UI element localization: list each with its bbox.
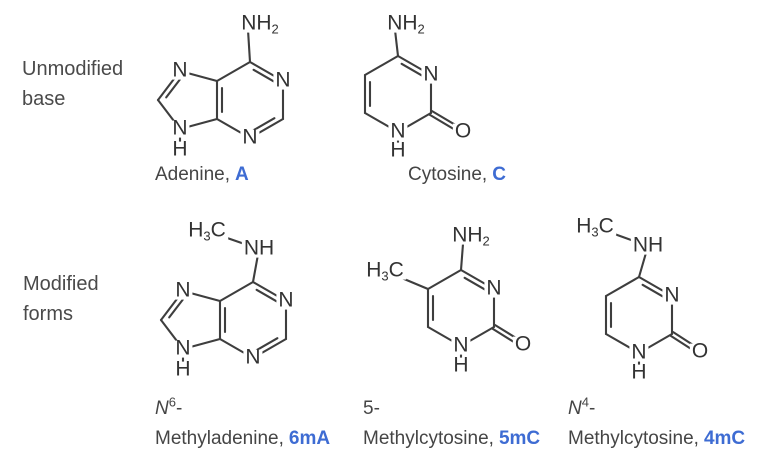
- methylcytosine5-h1-label: H: [451, 353, 471, 377]
- cytosine-n1-label: N: [388, 119, 408, 143]
- adenine-amino-label: NH2: [239, 13, 281, 36]
- methylcytosine4-n3-label: N: [662, 283, 682, 307]
- amino-sub: 2: [271, 21, 279, 37]
- caption-cytosine-name: Cytosine,: [408, 164, 488, 185]
- methyladenine-n1-label: N: [276, 288, 296, 312]
- cytosine-amino-label: NH2: [385, 13, 427, 36]
- prefix-base: N: [155, 398, 169, 419]
- caption-methylcytosine5: 5- Methylcytosine,5mC: [363, 394, 540, 454]
- methyladenine-n3-label: N: [243, 345, 263, 369]
- prefix-dash: -: [175, 398, 183, 419]
- caption-methylcytosine4-line2: Methylcytosine,4mC: [568, 424, 745, 454]
- methylcytosine5-o2-label: O: [512, 332, 534, 356]
- methyladenine-h9-label: H: [173, 357, 193, 381]
- caption-methylcytosine5-line2: Methylcytosine,5mC: [363, 424, 540, 454]
- methylcytosine4-h1-label: H: [629, 360, 649, 384]
- cytosine-structure: [363, 28, 466, 153]
- methylcytosine4-n1-label: N: [629, 340, 649, 364]
- caption-methylcytosine4-name: Methylcytosine,: [568, 428, 699, 449]
- methylcytosine4-nh-label: NH: [630, 233, 666, 257]
- caption-methyladenine-prefix: N6-: [155, 394, 330, 424]
- methyladenine-methyl-label: H3C: [186, 220, 228, 243]
- caption-methyladenine-name: Methyladenine,: [155, 428, 284, 449]
- methyladenine-nh-label: NH: [241, 236, 277, 260]
- amino-sub: 2: [482, 233, 490, 249]
- methyladenine-n9-label: N: [173, 336, 193, 360]
- adenine-n3-label: N: [240, 125, 260, 149]
- row-label-modified-line2: forms: [23, 303, 73, 325]
- row-label-unmodified-line2: base: [22, 88, 66, 110]
- methyl-sub: 3: [591, 224, 599, 240]
- amino-sub: 2: [417, 21, 425, 37]
- amino-main: NH: [452, 223, 483, 247]
- methyl-h: H: [366, 258, 382, 282]
- methyl-c: C: [388, 258, 404, 282]
- methyl-sub: 3: [203, 228, 211, 244]
- methyl-h: H: [576, 214, 592, 238]
- caption-cytosine-symbol: C: [492, 164, 506, 185]
- caption-adenine-symbol: A: [235, 164, 249, 185]
- row-label-modified-line1: Modified: [23, 273, 99, 295]
- row-label-modified: Modified forms: [23, 269, 99, 329]
- methyl-c: C: [598, 214, 614, 238]
- row-label-unmodified-line1: Unmodified: [22, 58, 124, 80]
- caption-methylcytosine4-prefix: N4-: [568, 394, 745, 424]
- caption-methyladenine-symbol: 6mA: [288, 428, 331, 449]
- amino-main: NH: [387, 11, 418, 35]
- caption-methylcytosine5-symbol: 5mC: [498, 428, 541, 449]
- methyl-h: H: [188, 218, 204, 242]
- caption-cytosine: Cytosine,C: [408, 160, 506, 190]
- row-label-unmodified: Unmodified base: [22, 54, 123, 114]
- caption-methylcytosine5-prefix: 5-: [363, 398, 380, 419]
- methylcytosine5-amino-label: NH2: [450, 225, 492, 248]
- methyl-c: C: [210, 218, 226, 242]
- prefix-base: N: [568, 398, 582, 419]
- adenine-n7-label: N: [170, 58, 190, 82]
- caption-adenine: Adenine,A: [155, 160, 249, 190]
- caption-adenine-name: Adenine,: [155, 164, 231, 185]
- adenine-h9-label: H: [170, 137, 190, 161]
- adenine-n1-label: N: [273, 68, 293, 92]
- cytosine-h1-label: H: [388, 138, 408, 162]
- caption-methylcytosine4-symbol: 4mC: [703, 428, 746, 449]
- prefix-sup: 6: [168, 394, 176, 410]
- caption-methyladenine: N6- Methyladenine,6mA: [155, 394, 330, 454]
- methyladenine-n7-label: N: [173, 278, 193, 302]
- methylcytosine5-n1-label: N: [451, 333, 471, 357]
- methylcytosine4-methyl-label: H3C: [574, 216, 616, 239]
- methylcytosine4-o2-label: O: [689, 339, 711, 363]
- prefix-sup: 4: [581, 394, 589, 410]
- caption-methylcytosine4: N4- Methylcytosine,4mC: [568, 394, 745, 454]
- amino-main: NH: [241, 11, 272, 35]
- cytosine-o2-label: O: [452, 119, 474, 143]
- methylcytosine5-n3-label: N: [484, 276, 504, 300]
- cytosine-n3-label: N: [421, 62, 441, 86]
- methylcytosine5-structure: [383, 242, 526, 368]
- methylcytosine5-methyl-label: H3C: [364, 260, 406, 283]
- methyl-sub: 3: [381, 268, 389, 284]
- adenine-n9-label: N: [170, 116, 190, 140]
- caption-methylcytosine5-name: Methylcytosine,: [363, 428, 494, 449]
- caption-methyladenine-line2: Methyladenine,6mA: [155, 424, 330, 454]
- prefix-dash: -: [588, 398, 596, 419]
